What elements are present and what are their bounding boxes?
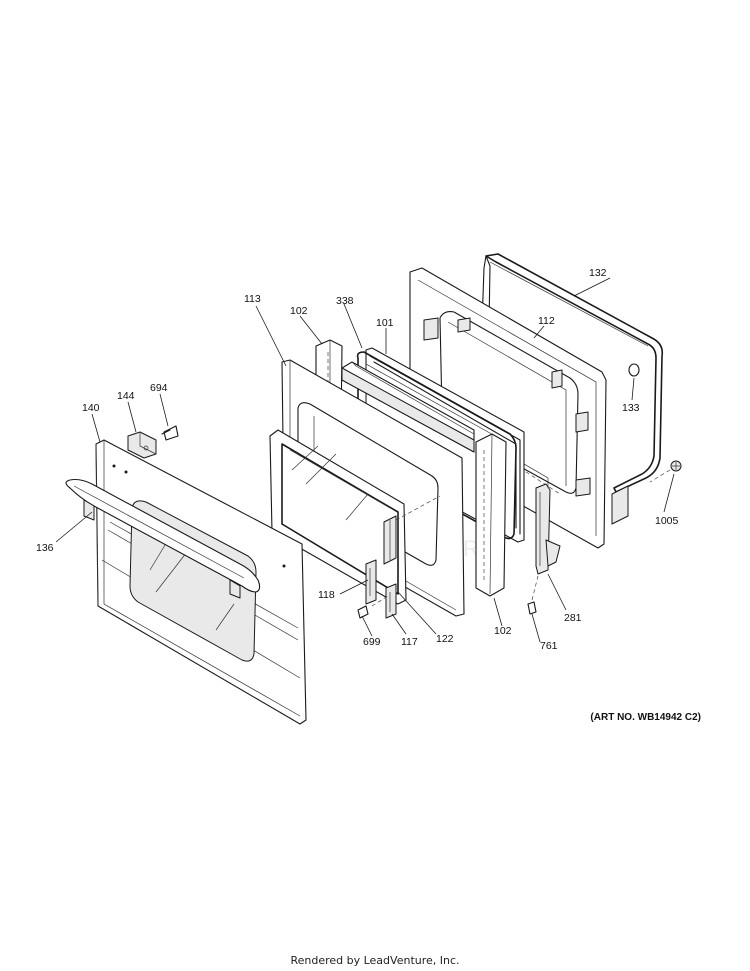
callout-1005: 1005 (655, 515, 679, 527)
callout-281: 281 (564, 612, 582, 624)
callout-136: 136 (36, 542, 54, 554)
part-118-hinge-bracket (365, 559, 377, 605)
part-1005-screw (649, 460, 682, 483)
callout-699: 699 (363, 636, 381, 648)
callout-118: 118 (318, 589, 335, 601)
part-761-screw (527, 575, 539, 615)
leader-lines (55, 277, 675, 643)
part-102-spacer-right (475, 433, 507, 597)
callout-labels: 132 112 338 101 113 102 694 144 140 133 … (36, 267, 679, 652)
callout-338: 338 (336, 295, 354, 307)
callout-112: 112 (538, 315, 555, 327)
part-136-door-handle (65, 478, 261, 599)
callout-761: 761 (540, 640, 558, 652)
footer-credit: Rendered by LeadVenture, Inc. (290, 954, 460, 967)
callout-113: 113 (244, 293, 261, 305)
part-133-bumper (628, 363, 640, 377)
part-112-inner-liner (409, 267, 629, 549)
callout-122: 122 (436, 633, 454, 645)
part-117-hinge-bracket (385, 583, 397, 619)
part-hinge-channel (383, 515, 397, 565)
callout-102-top: 102 (290, 305, 308, 317)
art-number: (ART NO. WB14942 C2) (590, 712, 701, 723)
part-281-hinge (535, 483, 561, 575)
callout-132: 132 (589, 267, 607, 279)
callout-117: 117 (401, 636, 418, 648)
callout-694: 694 (150, 382, 168, 394)
part-694-screw (161, 425, 179, 441)
callout-101: 101 (376, 317, 394, 329)
part-699-screw (357, 605, 369, 619)
part-144-handle-bracket (127, 431, 157, 459)
callout-140: 140 (82, 402, 100, 414)
callout-133: 133 (622, 402, 640, 414)
callout-144: 144 (117, 390, 135, 402)
callout-102-bottom: 102 (494, 625, 512, 637)
